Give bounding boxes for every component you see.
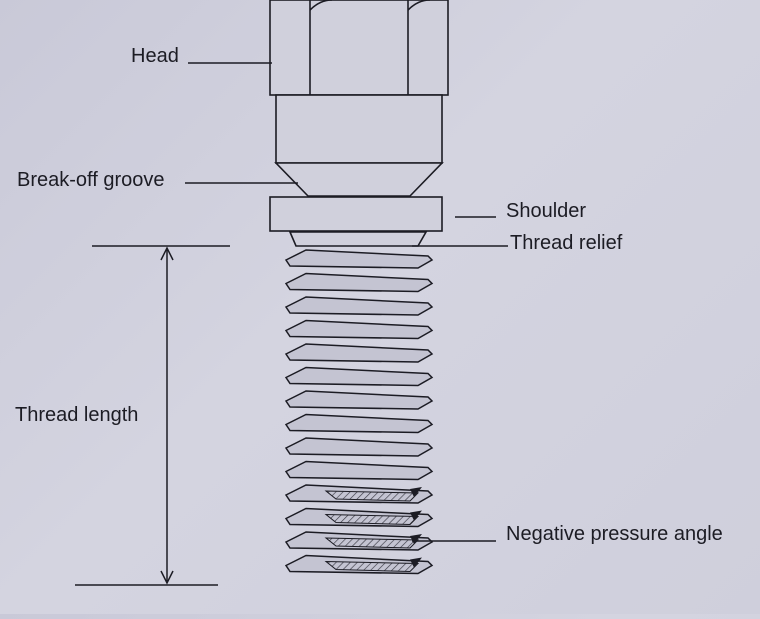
shoulder xyxy=(269,196,443,232)
thread-tooth xyxy=(284,319,434,340)
thread-relief-label: Thread relief xyxy=(510,232,623,254)
thread-length-dimension xyxy=(75,245,230,586)
thread-relief xyxy=(288,231,428,247)
thread-tooth xyxy=(284,437,434,457)
thread-section-hatch xyxy=(324,490,420,502)
arrow-head-bottom xyxy=(160,570,174,585)
shoulder-label: Shoulder xyxy=(506,200,587,222)
screw-head xyxy=(269,0,449,96)
thread-section-hatch xyxy=(324,537,420,549)
pressure-angle-marker xyxy=(410,510,422,521)
head-label: Head xyxy=(131,45,179,67)
thread-tooth xyxy=(284,413,434,434)
negative-pressure-angle-label: Negative pressure angle xyxy=(506,523,723,545)
screw-neck xyxy=(275,94,443,164)
break-off-groove xyxy=(274,162,444,197)
arrow-head-top xyxy=(160,246,174,261)
pressure-angle-marker xyxy=(410,557,422,568)
pressure-angle-marker xyxy=(410,487,422,497)
break-off-groove-label: Break-off groove xyxy=(17,169,165,191)
thread-body xyxy=(284,249,434,579)
thread-tooth xyxy=(284,296,434,316)
thread-tooth xyxy=(284,343,434,363)
thread-tooth xyxy=(284,390,434,410)
thread-tooth xyxy=(284,366,434,387)
thread-section-hatch xyxy=(324,560,420,573)
thread-tooth xyxy=(284,460,434,481)
thread-tooth xyxy=(284,272,434,293)
thread-length-label: Thread length xyxy=(15,404,139,426)
thread-tooth xyxy=(284,249,434,269)
leader-lines xyxy=(185,62,508,542)
thread-section-hatch xyxy=(324,513,420,526)
thread-core xyxy=(290,250,292,579)
